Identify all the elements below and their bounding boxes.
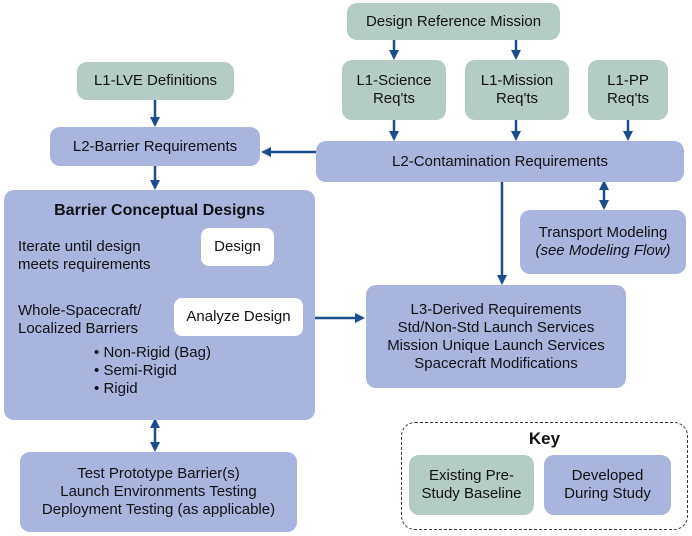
- key-label: During Study: [564, 485, 651, 502]
- barrier-type-item: • Rigid: [94, 380, 244, 398]
- barrier-type-label: Semi-Rigid: [103, 362, 177, 379]
- key-label: Existing Pre-: [428, 467, 515, 484]
- node-label: Deployment Testing (as applicable): [41, 501, 276, 518]
- key-legend: Key: [401, 422, 688, 530]
- iterate-text: Iterate until design meets requirements: [18, 238, 203, 274]
- node-label: Launch Environments Testing: [60, 483, 257, 500]
- bullet-icon: •: [94, 344, 100, 361]
- node-label: Req'ts: [606, 90, 650, 107]
- node-transport-modeling: Transport Modeling (see Modeling Flow): [520, 210, 686, 274]
- barrier-type-item: • Semi-Rigid: [94, 362, 244, 380]
- barrier-types-line: Localized Barriers: [18, 320, 139, 337]
- node-l3-derived-requirements: L3-Derived Requirements Std/Non-Std Laun…: [366, 285, 626, 388]
- node-label: Analyze Design: [186, 308, 291, 325]
- barrier-types-line: Whole-Spacecraft/: [18, 302, 142, 319]
- key-label: Study Baseline: [421, 485, 522, 502]
- node-test-prototype-barriers: Test Prototype Barrier(s) Launch Environ…: [20, 452, 297, 532]
- barrier-type-label: Rigid: [103, 380, 138, 397]
- node-label: L3-Derived Requirements: [410, 300, 582, 318]
- barrier-types-list: • Non-Rigid (Bag) • Semi-Rigid • Rigid: [94, 344, 244, 398]
- node-label: L1-Mission: [480, 72, 554, 89]
- iterate-line: meets requirements: [18, 256, 151, 273]
- node-label: Test Prototype Barrier(s): [77, 465, 240, 482]
- node-label: L1-LVE Definitions: [93, 72, 218, 89]
- node-label: L1-PP: [607, 72, 649, 89]
- node-label: Design Reference Mission: [365, 12, 542, 30]
- node-analyze-design: Analyze Design: [174, 298, 303, 336]
- node-label: L1-Science: [356, 72, 432, 89]
- node-l2-barrier-requirements: L2-Barrier Requirements: [50, 127, 260, 166]
- node-design-reference-mission: Design Reference Mission: [347, 3, 560, 40]
- node-label: Transport Modeling: [538, 224, 668, 241]
- node-label: L2-Barrier Requirements: [72, 137, 238, 155]
- bullet-icon: •: [94, 380, 100, 397]
- barrier-type-item: • Non-Rigid (Bag): [94, 344, 244, 362]
- node-l1-science: L1-Science Req'ts: [342, 60, 446, 120]
- node-l1-mission: L1-Mission Req'ts: [465, 60, 569, 120]
- node-label: Req'ts: [372, 90, 416, 107]
- key-title: Key: [528, 429, 561, 448]
- node-label: Req'ts: [495, 90, 539, 107]
- node-label: Spacecraft Modifications: [414, 354, 578, 372]
- node-label: Design: [214, 238, 261, 255]
- iterate-line: Iterate until design: [18, 238, 141, 255]
- node-l1-lve-definitions: L1-LVE Definitions: [77, 62, 234, 100]
- node-l2-contamination-requirements: L2-Contamination Requirements: [316, 141, 684, 182]
- node-label: L2-Contamination Requirements: [392, 152, 608, 170]
- barrier-types-heading: Whole-Spacecraft/ Localized Barriers: [18, 302, 183, 338]
- node-note: (see Modeling Flow): [535, 242, 671, 259]
- key-label: Developed: [571, 467, 644, 484]
- node-l1-pp: L1-PP Req'ts: [588, 60, 668, 120]
- barrier-type-label: Non-Rigid (Bag): [103, 344, 211, 361]
- bullet-icon: •: [94, 362, 100, 379]
- group-title: Barrier Conceptual Designs: [54, 202, 265, 219]
- node-label: Std/Non-Std Launch Services: [397, 318, 595, 336]
- node-design: Design: [201, 228, 274, 266]
- key-existing-baseline: Existing Pre- Study Baseline: [409, 455, 534, 515]
- node-label: Mission Unique Launch Services: [387, 336, 605, 354]
- key-developed-during-study: Developed During Study: [544, 455, 671, 515]
